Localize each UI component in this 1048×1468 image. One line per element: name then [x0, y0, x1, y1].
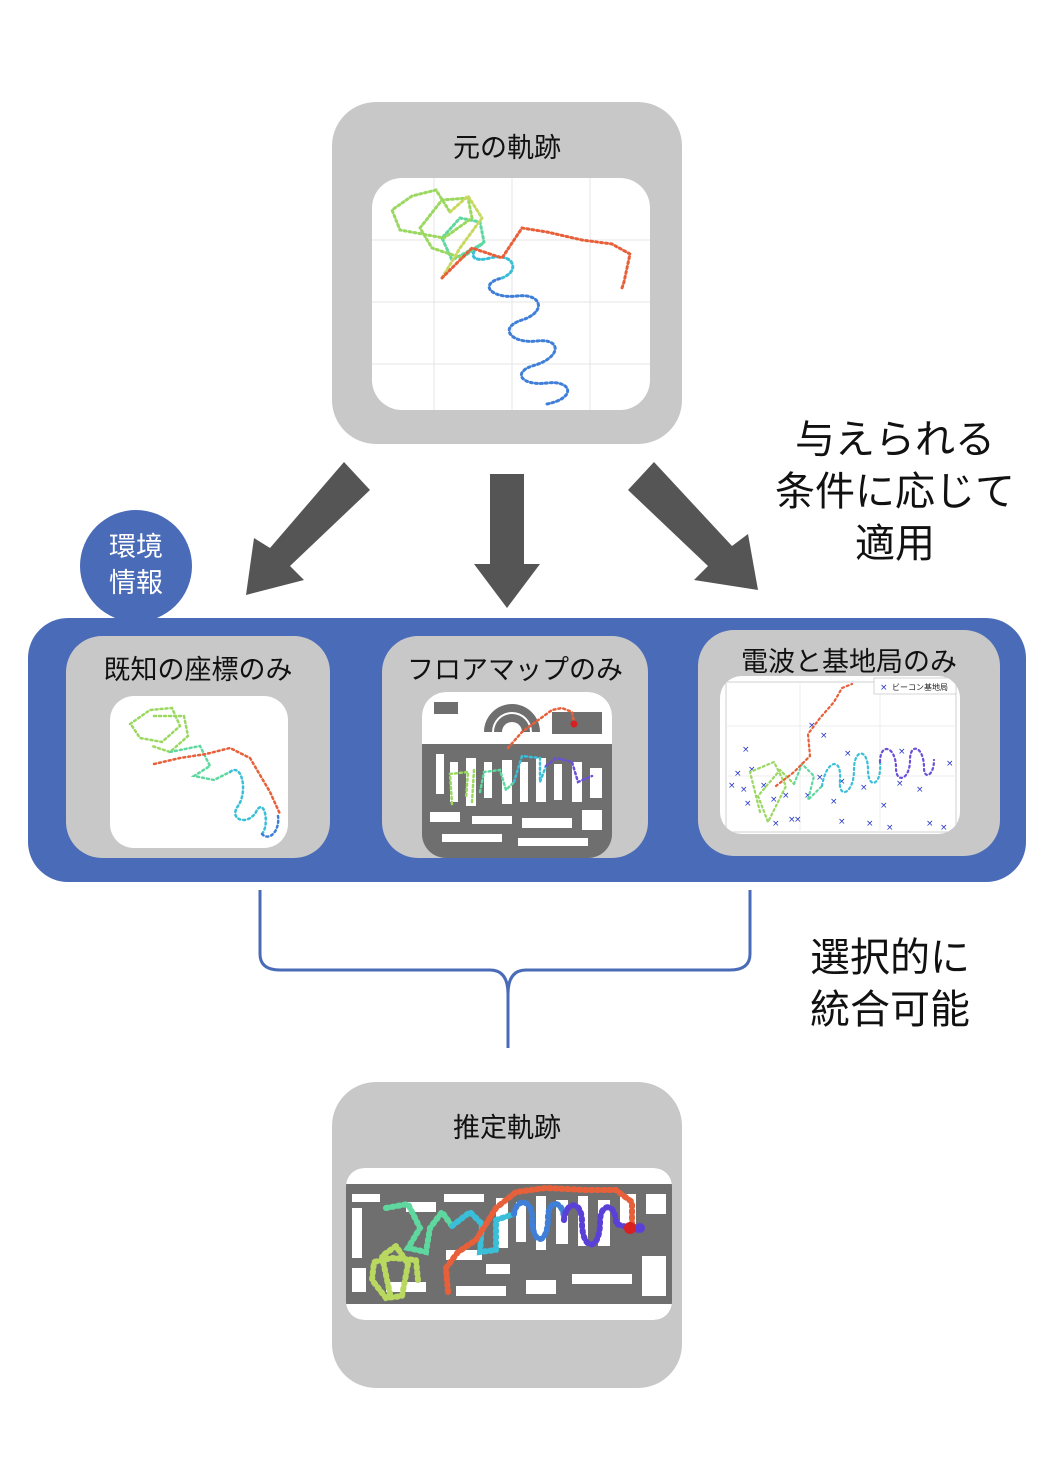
svg-text:×: ×	[916, 785, 924, 795]
beacon-legend-label: ビーコン基地局	[892, 682, 948, 692]
svg-text:×: ×	[808, 721, 816, 731]
svg-text:×: ×	[880, 801, 888, 811]
svg-text:×: ×	[838, 817, 846, 827]
svg-text:×: ×	[940, 823, 948, 833]
estimated-trajectory-map	[346, 1168, 672, 1320]
panel-floor-map: フロアマップのみ	[382, 636, 648, 858]
panel-known-coordinates-plot	[110, 696, 288, 848]
svg-text:×: ×	[772, 819, 780, 829]
svg-text:×: ×	[748, 765, 756, 775]
svg-text:×: ×	[740, 785, 748, 795]
merge-brace	[258, 890, 752, 1048]
svg-text:×: ×	[886, 823, 894, 833]
svg-text:×: ×	[844, 749, 852, 759]
svg-text:×: ×	[742, 745, 750, 755]
estimated-trajectory-title: 推定軌跡	[453, 1113, 561, 1144]
svg-text:×: ×	[830, 797, 838, 807]
panel-radio-beacons: 電波と基地局のみ × ビーコン基地局 ××× ××× ××× ××× ××× ×…	[698, 630, 1000, 856]
svg-text:×: ×	[782, 791, 790, 801]
panel-floor-map-plot	[422, 692, 612, 858]
environment-info-badge: 環境 情報	[80, 510, 192, 622]
svg-text:×: ×	[728, 781, 736, 791]
svg-text:×: ×	[866, 819, 874, 829]
panel-known-coordinates: 既知の座標のみ	[66, 636, 330, 858]
original-trajectory-plot	[372, 178, 650, 410]
estimated-trajectory-card: 推定軌跡	[332, 1082, 682, 1388]
svg-text:×: ×	[788, 815, 796, 825]
beacon-markers: ××× ××× ××× ××× ××× ××× ××× ××× ××× ×××	[728, 721, 954, 833]
arrow-left-icon	[246, 462, 370, 595]
arrow-down-icon	[474, 474, 540, 608]
svg-text:×: ×	[820, 731, 828, 741]
original-trajectory-card: 元の軌跡	[332, 102, 682, 444]
svg-text:×: ×	[760, 781, 768, 791]
panel-radio-beacons-plot: × ビーコン基地局 ××× ××× ××× ××× ××× ××× ××× ××…	[720, 676, 960, 834]
original-trajectory-title: 元の軌跡	[453, 133, 561, 164]
svg-text:×: ×	[898, 747, 906, 757]
arrow-right-icon	[628, 462, 758, 590]
svg-text:×: ×	[860, 783, 868, 793]
svg-text:×: ×	[896, 779, 904, 789]
panel-known-coordinates-title: 既知の座標のみ	[103, 655, 293, 686]
panel-radio-beacons-title: 電波と基地局のみ	[741, 647, 957, 678]
apply-per-condition-label: 与えられる 条件に応じて 適用	[775, 417, 1015, 567]
svg-text:×: ×	[816, 773, 824, 783]
svg-text:×: ×	[838, 777, 846, 787]
arrows	[246, 462, 758, 608]
selective-integration-label: 選択的に 統合可能	[810, 935, 970, 1033]
beacon-legend-marker: ×	[880, 683, 888, 693]
svg-text:×: ×	[734, 769, 742, 779]
svg-text:×: ×	[744, 799, 752, 809]
panel-floor-map-title: フロアマップのみ	[407, 655, 623, 686]
svg-text:×: ×	[926, 819, 934, 829]
svg-text:×: ×	[794, 815, 802, 825]
svg-text:×: ×	[804, 791, 812, 801]
svg-text:×: ×	[770, 795, 778, 805]
svg-text:×: ×	[946, 759, 954, 769]
